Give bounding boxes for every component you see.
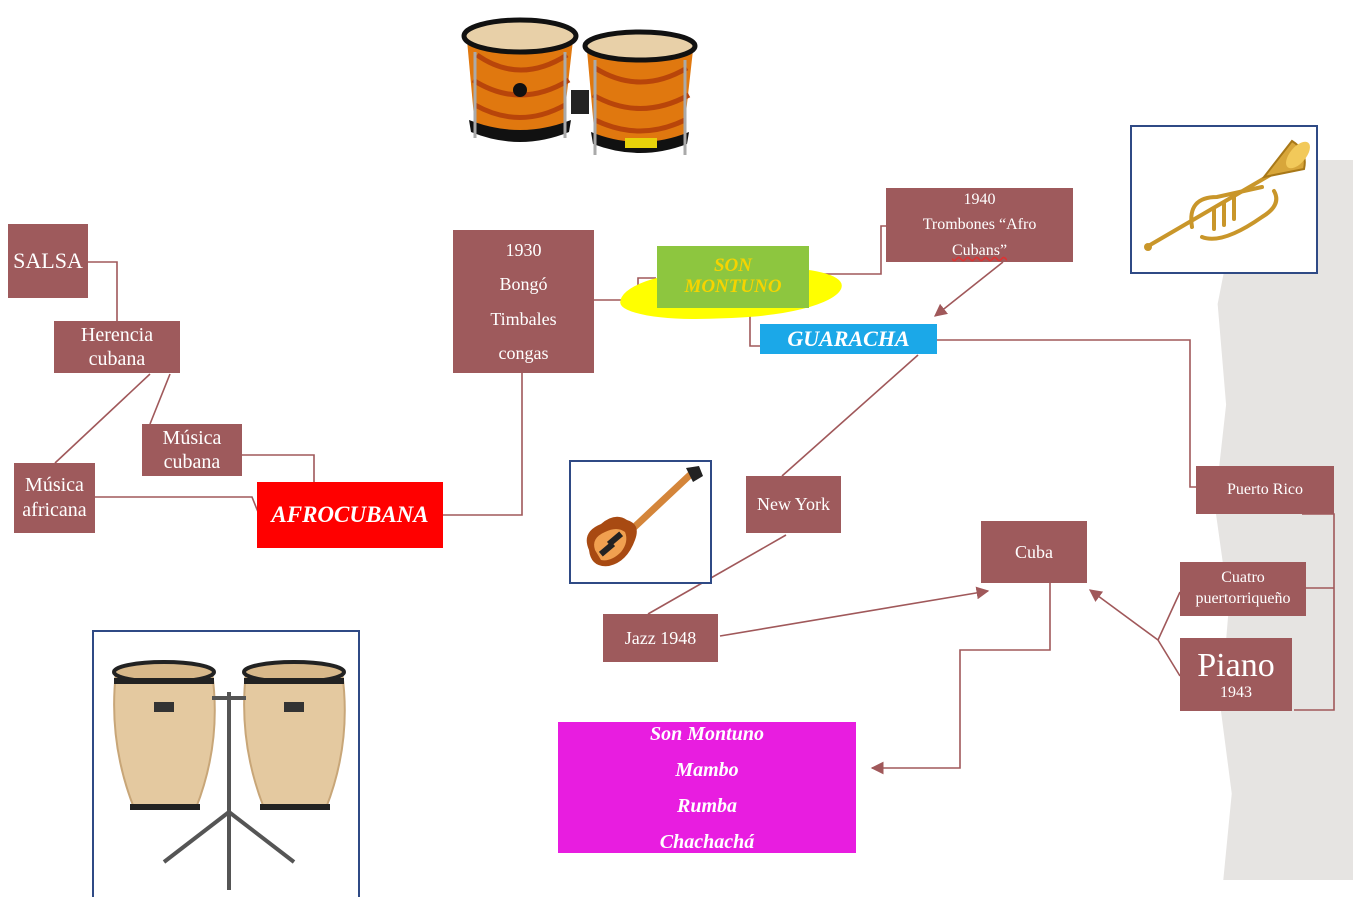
line-afrocubana-1930 [443,373,523,516]
line-guaracha-newyork [781,354,919,477]
line-newyork-jazz [647,534,787,615]
line-cuba-genres [877,583,1051,769]
piano-year: 1943 [1220,684,1252,702]
line-guaracha-puertorico [937,339,1196,488]
node-1930-line-3: Timbales [490,308,557,329]
guaracha-label: GUARACHA [787,326,910,352]
genre-chachacha: Chachachá [659,830,755,853]
jazz-node: Jazz 1948 [603,614,718,662]
node-1930-line-1: 1930 [505,240,542,261]
cuatro-line-1: Cuatro [1221,569,1265,587]
piano-node: Piano 1943 [1180,638,1292,711]
line-africana-afrocubana [95,496,259,513]
musica-cubana-line-2: cubana [163,451,221,473]
cuba-label: Cuba [1015,541,1053,562]
son-montuno-node: SON MONTUNO [657,246,809,308]
bass-guitar-image [569,460,712,584]
line-son-guaracha [749,312,760,347]
background-strip [1214,160,1353,880]
conga-drums-image [92,630,360,897]
line-herencia-cubana [149,373,171,425]
piano-label: Piano [1197,647,1275,684]
node-1930-line-2: Bongó [499,274,548,295]
trombones-line-3: Cubans” [951,241,1008,259]
bongo-left [461,17,579,142]
musica-africana-node: Música africana [14,463,95,533]
salsa-label: SALSA [13,248,83,274]
line-son-trombones [810,225,886,275]
afrocubana-node: AFROCUBANA [257,482,443,548]
trumpet-image [1130,125,1318,274]
line-cubana-afrocubana [242,454,315,482]
conga-right [242,660,346,810]
new-york-label: New York [756,494,830,515]
puerto-rico-label: Puerto Rico [1227,481,1303,498]
son-montuno-line-2: MONTUNO [684,276,782,297]
genre-son-montuno: Son Montuno [650,722,764,745]
trombones-line-2: Trombones “Afro [922,216,1037,234]
cuba-node: Cuba [981,521,1087,583]
musica-africana-line-2: africana [22,499,87,521]
line-herencia-africana [54,373,151,464]
line-salsa-herencia [88,261,118,322]
line-puertorico-bracket [1294,513,1335,711]
herencia-line-1: Herencia [80,324,154,346]
salsa-node: SALSA [8,224,88,298]
new-york-node: New York [746,476,841,533]
node-1930: 1930 Bongó Timbales congas [453,230,594,373]
bongos-image [455,10,715,170]
jazz-label: Jazz 1948 [624,627,697,648]
genre-rumba: Rumba [676,794,738,817]
trombones-node: 1940 Trombones “Afro Cubans” [886,188,1073,262]
genre-mambo: Mambo [675,758,739,781]
conga-left [112,660,216,810]
trombones-line-1: 1940 [963,190,996,208]
line-piano-v [1157,639,1181,677]
son-montuno-line-1: SON [713,255,752,277]
node-1930-line-4: congas [498,342,549,363]
guaracha-node: GUARACHA [760,324,937,354]
bongo-right [582,29,698,155]
musica-africana-line-1: Música [25,474,84,496]
musica-cubana-node: Música cubana [142,424,242,476]
herencia-cubana-node: Herencia cubana [54,321,180,373]
arrow-jazz-cuba [719,586,990,637]
arrow-piano-cuba [1088,589,1159,641]
herencia-line-2: cubana [88,348,146,370]
cuatro-node: Cuatro puertorriqueño [1180,562,1306,616]
musica-cubana-line-1: Música [162,427,222,449]
line-cuatro-v [1157,591,1181,641]
puerto-rico-node: Puerto Rico [1196,466,1334,514]
afrocubana-label: AFROCUBANA [271,501,429,527]
cuatro-line-2: puertorriqueño [1195,590,1291,607]
arrow-trombones-guaracha [933,261,1004,317]
genres-node: Son Montuno Mambo Rumba Chachachá [558,722,856,853]
